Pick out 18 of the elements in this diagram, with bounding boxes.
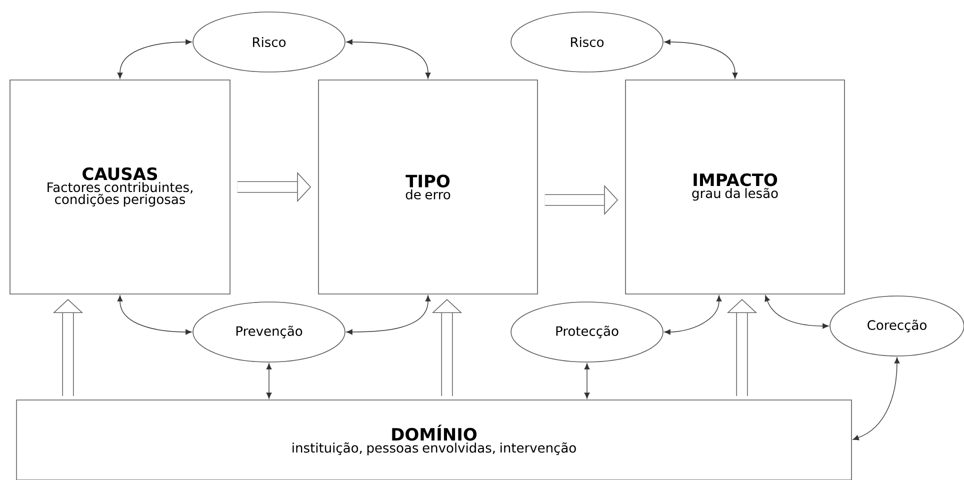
arrow xyxy=(764,295,829,329)
ellipse-node: Protecção xyxy=(510,302,664,362)
process-box: TIPO de erro xyxy=(318,80,538,294)
domain-box: DOMÍNIO instituição, pessoas envolvidas, intervenção xyxy=(16,400,852,480)
arrow xyxy=(664,295,722,335)
arrow xyxy=(346,39,431,79)
process-box: IMPACTO grau da lesão xyxy=(625,80,845,294)
ellipse-node: Risco xyxy=(192,12,346,72)
arrow xyxy=(117,39,192,79)
ellipse-node: Prevenção xyxy=(192,302,346,362)
process-box: CAUSAS Factores contribuintes, condições perigosas xyxy=(10,80,230,294)
arrow xyxy=(852,357,900,440)
arrow xyxy=(664,39,738,79)
arrow xyxy=(584,363,590,399)
ellipse-node: Risco xyxy=(510,12,664,72)
arrow xyxy=(346,295,431,335)
arrow xyxy=(266,363,272,399)
arrow xyxy=(117,295,192,335)
